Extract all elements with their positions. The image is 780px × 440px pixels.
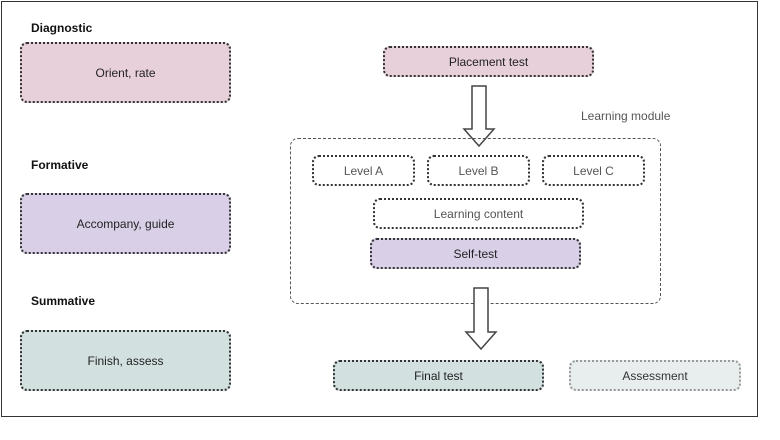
diagnostic-title: Diagnostic <box>31 21 93 35</box>
learning-module-label: Learning module <box>581 109 671 123</box>
down-arrow-icon <box>462 85 496 148</box>
final-test-box: Final test <box>333 360 544 391</box>
summative-title: Summative <box>31 294 96 308</box>
placement-test-box: Placement test <box>383 46 594 77</box>
self-test-box: Self-test <box>370 238 581 269</box>
level-a-box: Level A <box>312 155 415 186</box>
level-b-box: Level B <box>427 155 530 186</box>
diagnostic-box: Orient, rate <box>20 42 231 103</box>
formative-box: Accompany, guide <box>20 193 231 254</box>
learning-content-box: Learning content <box>373 198 584 229</box>
level-c-box: Level C <box>542 155 645 186</box>
assessment-box: Assessment <box>569 360 741 391</box>
down-arrow-icon <box>464 287 498 351</box>
formative-title: Formative <box>31 158 89 172</box>
summative-box: Finish, assess <box>20 330 231 391</box>
